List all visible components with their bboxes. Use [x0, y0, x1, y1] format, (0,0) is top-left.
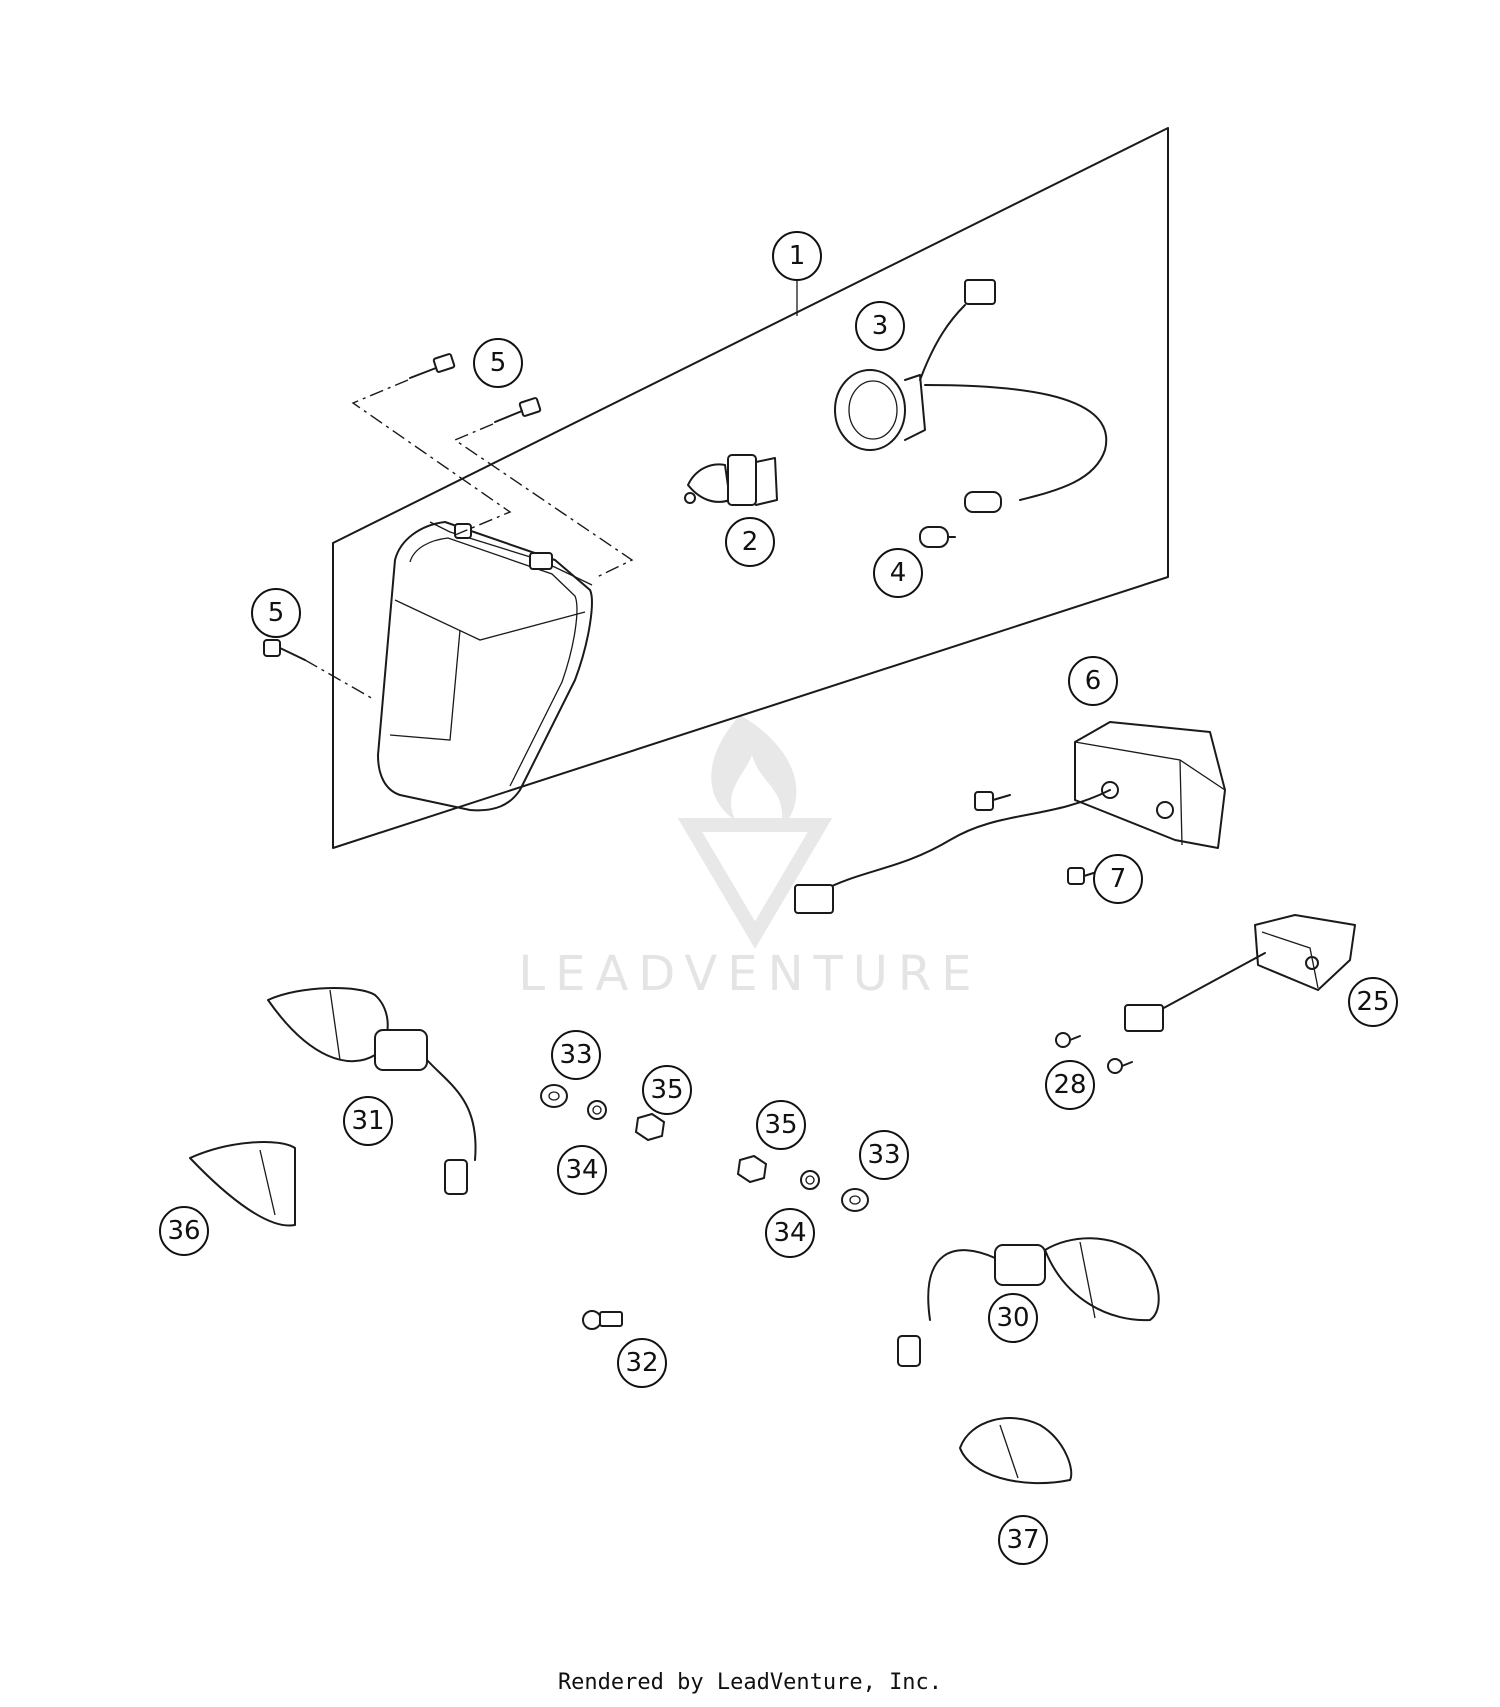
callout-6: 6	[1068, 656, 1118, 706]
svg-text:35: 35	[650, 1075, 683, 1105]
screw-5-lower	[263, 639, 306, 661]
tail-light	[794, 721, 1226, 914]
svg-text:5: 5	[268, 598, 285, 628]
svg-text:33: 33	[559, 1040, 592, 1070]
svg-text:33: 33	[867, 1140, 900, 1170]
svg-text:6: 6	[1085, 666, 1102, 696]
callout-35-right: 35	[756, 1100, 806, 1150]
svg-text:1: 1	[789, 241, 806, 271]
lock-washer-34-left	[587, 1100, 607, 1120]
assembly-dash-lines	[304, 379, 634, 701]
headlight-housing	[377, 521, 593, 812]
nut-35-right	[736, 1154, 768, 1184]
callout-31: 31	[343, 1096, 393, 1146]
callout-28: 28	[1045, 1060, 1095, 1110]
svg-text:2: 2	[742, 527, 759, 557]
svg-text:5: 5	[490, 348, 507, 378]
watermark-text: LEADVENTURE	[518, 946, 981, 1002]
svg-text:28: 28	[1053, 1070, 1086, 1100]
callout-3: 3	[855, 301, 905, 351]
callout-1: 1	[772, 231, 822, 281]
lock-washer-34-right	[800, 1170, 820, 1190]
leadventure-watermark: LEADVENTURE	[518, 715, 981, 1002]
screw-28b	[1107, 1058, 1133, 1074]
screw-32	[582, 1310, 623, 1330]
lens-37	[959, 1417, 1073, 1485]
callout-7: 7	[1093, 854, 1143, 904]
lens-36	[189, 1141, 296, 1227]
license-plate-light	[1124, 914, 1356, 1032]
svg-text:4: 4	[890, 558, 907, 588]
svg-text:35: 35	[764, 1110, 797, 1140]
screw-7	[1067, 867, 1101, 885]
svg-text:34: 34	[773, 1218, 806, 1248]
washer-33-right	[841, 1188, 869, 1212]
callout-34-right: 34	[765, 1208, 815, 1258]
svg-text:3: 3	[872, 311, 889, 341]
callout-25: 25	[1348, 977, 1398, 1027]
parking-bulb	[919, 526, 956, 548]
bulb-socket-harness	[834, 279, 1108, 513]
turn-signal-right	[897, 1237, 1160, 1367]
washer-33-left	[540, 1084, 568, 1108]
svg-text:7: 7	[1110, 864, 1127, 894]
svg-text:36: 36	[167, 1216, 200, 1246]
callout-33-left: 33	[551, 1030, 601, 1080]
footer-credit: Rendered by LeadVenture, Inc.	[557, 1670, 943, 1695]
turn-signal-left	[267, 987, 477, 1195]
nut-35-left	[634, 1112, 666, 1142]
svg-text:34: 34	[565, 1155, 598, 1185]
screw-5-middle	[494, 397, 542, 423]
screw-5-upper	[409, 353, 456, 379]
callout-36: 36	[159, 1206, 209, 1256]
callout-4: 4	[873, 548, 923, 598]
callout-2: 2	[725, 517, 775, 567]
callout-33-right: 33	[859, 1130, 909, 1180]
screw-28a	[1055, 1032, 1081, 1048]
callout-35-left: 35	[642, 1065, 692, 1115]
svg-text:31: 31	[351, 1106, 384, 1136]
callout-30: 30	[988, 1293, 1038, 1343]
callout-32: 32	[617, 1338, 667, 1388]
callout-37: 37	[998, 1515, 1048, 1565]
svg-text:37: 37	[1006, 1525, 1039, 1555]
callout-34-left: 34	[557, 1145, 607, 1195]
callout-5-upper: 5	[473, 338, 523, 388]
headlight-bulb	[684, 454, 778, 506]
callout-5-lower: 5	[251, 588, 301, 638]
svg-text:30: 30	[996, 1303, 1029, 1333]
svg-text:25: 25	[1356, 987, 1389, 1017]
svg-text:32: 32	[625, 1348, 658, 1378]
tail-light-mount-bolt	[974, 791, 1011, 811]
